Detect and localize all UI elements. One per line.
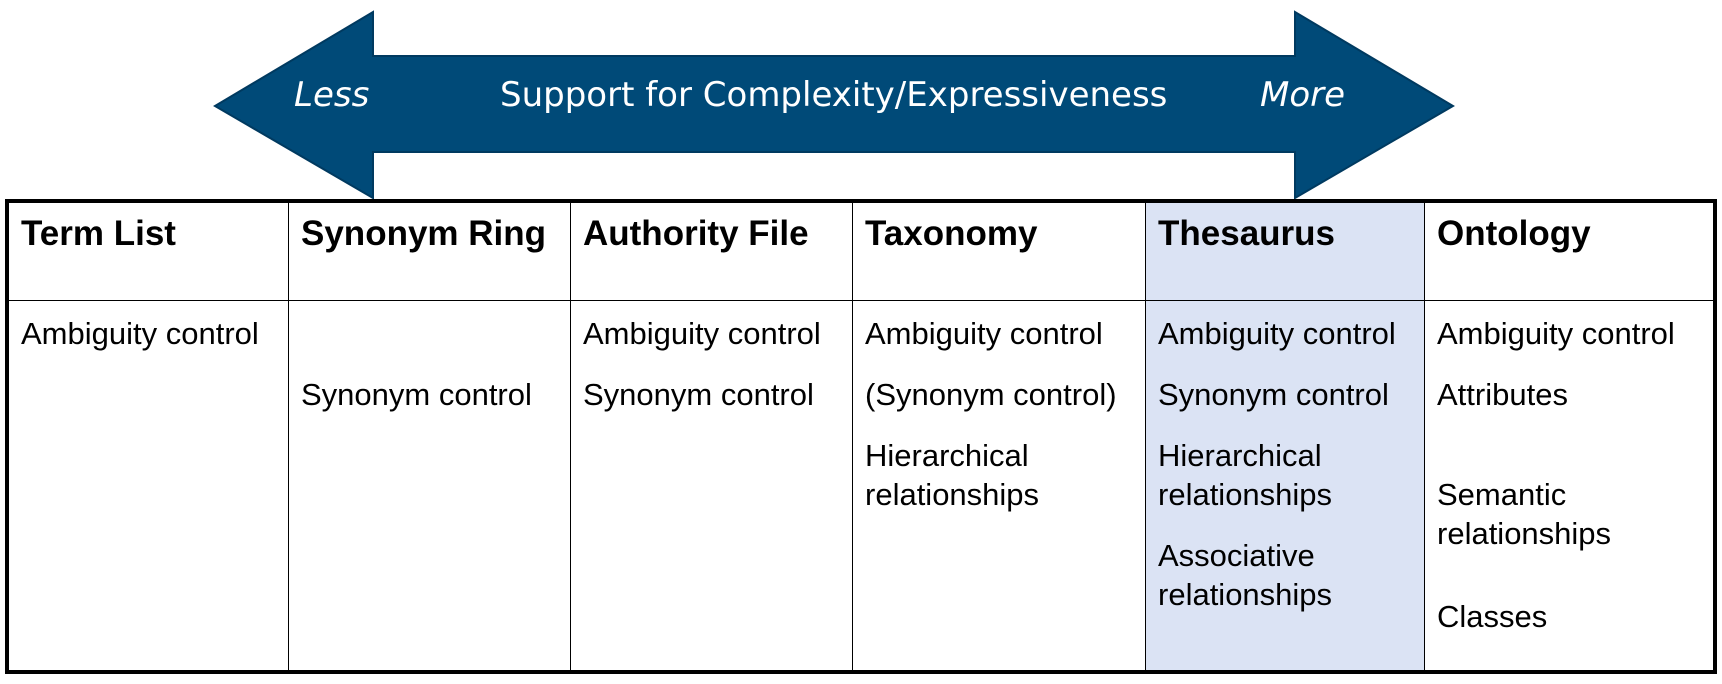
thesaurus-associative: Associative xyxy=(1158,538,1315,573)
taxonomy-hierarchical: Hierarchical xyxy=(865,438,1029,473)
arrow-more-label: More xyxy=(1260,75,1346,115)
header-thesaurus: Thesaurus xyxy=(1158,214,1335,253)
authority-file-synonym-control: Synonym control xyxy=(583,377,814,412)
vocabulary-comparison-table: Term List Ambiguity control Synonym Ring… xyxy=(5,199,1717,674)
thesaurus-associative-relationships: relationships xyxy=(1158,577,1333,612)
column-header: Term List xyxy=(9,203,288,301)
column-header: Ontology xyxy=(1425,203,1713,301)
header-synonym-ring: Synonym Ring xyxy=(301,214,547,253)
column-header: Thesaurus xyxy=(1146,203,1424,301)
column-header: Authority File xyxy=(571,203,852,301)
header-term-list: Term List xyxy=(21,214,176,253)
ontology-classes: Classes xyxy=(1437,599,1548,634)
column-synonym-ring: Synonym Ring Synonym control xyxy=(288,203,570,670)
taxonomy-relationships: relationships xyxy=(865,477,1040,512)
column-ontology: Ontology Ambiguity control Attributes Se… xyxy=(1424,203,1713,670)
authority-file-ambiguity-control: Ambiguity control xyxy=(583,316,821,351)
double-arrow xyxy=(213,10,1455,200)
column-header: Synonym Ring xyxy=(289,203,570,301)
column-term-list: Term List Ambiguity control xyxy=(9,203,288,670)
taxonomy-ambiguity-control: Ambiguity control xyxy=(865,316,1103,351)
thesaurus-hierarchical-relationships: relationships xyxy=(1158,477,1333,512)
header-authority-file: Authority File xyxy=(583,214,809,253)
thesaurus-ambiguity-control: Ambiguity control xyxy=(1158,316,1396,351)
double-arrow-shape xyxy=(213,10,1455,200)
column-taxonomy: Taxonomy Ambiguity control (Synonym cont… xyxy=(852,203,1145,670)
ontology-semantic: Semantic xyxy=(1437,477,1567,512)
ontology-attributes: Attributes xyxy=(1437,377,1568,412)
header-taxonomy: Taxonomy xyxy=(865,214,1038,253)
header-ontology: Ontology xyxy=(1437,214,1591,253)
arrow-less-label: Less xyxy=(294,75,370,115)
column-authority-file: Authority File Ambiguity control Synonym… xyxy=(570,203,852,670)
column-thesaurus: Thesaurus Ambiguity control Synonym cont… xyxy=(1145,203,1424,670)
ontology-semantic-relationships: relationships xyxy=(1437,516,1612,551)
arrow-title: Support for Complexity/Expressiveness xyxy=(500,75,1168,115)
taxonomy-synonym-control: (Synonym control) xyxy=(865,377,1117,412)
column-header: Taxonomy xyxy=(853,203,1145,301)
ontology-ambiguity-control: Ambiguity control xyxy=(1437,316,1675,351)
term-list-ambiguity-control: Ambiguity control xyxy=(21,316,259,351)
synonym-ring-synonym-control: Synonym control xyxy=(301,377,532,412)
thesaurus-hierarchical: Hierarchical xyxy=(1158,438,1322,473)
thesaurus-synonym-control: Synonym control xyxy=(1158,377,1389,412)
